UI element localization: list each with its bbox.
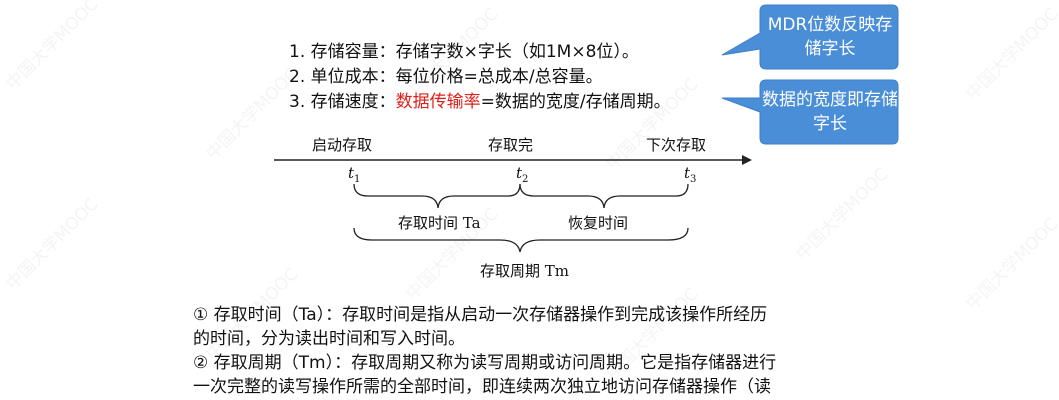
- watermark: 中国大学MOOC: [962, 214, 1059, 315]
- callout-data-width: 数据的宽度即存储字长: [720, 78, 900, 146]
- callout-mdr-text: MDR位数反映存储字长: [767, 15, 893, 59]
- highlight-transfer-rate: 数据传输率: [395, 92, 481, 112]
- paragraph-line: ② 存取周期（Tm）：存取周期又称为读写周期或访问周期。它是指存储器进行: [193, 353, 777, 373]
- paragraph-line: 的时间，分为读出时间和写入时间。: [193, 329, 465, 349]
- tick-t2: t2: [516, 164, 529, 185]
- label-start-access: 启动存取: [312, 136, 373, 154]
- watermark: 中国大学MOOC: [962, 4, 1059, 105]
- paragraph-line: 一次完整的读写操作所需的全部时间，即连续两次独立地访问存储器操作（读: [193, 377, 771, 397]
- label-access-cycle: 存取周期 Tm: [480, 262, 569, 280]
- tick-t3: t3: [684, 164, 697, 185]
- timing-diagram-lines: [274, 155, 752, 253]
- metrics-list: 1. 存储容量：存储字数×字长（如1M×8位）。 2. 单位成本：每位价格=总成…: [289, 40, 671, 115]
- callout-data-width-text: 数据的宽度即存储字长: [762, 90, 898, 134]
- list-item-speed: 3. 存储速度：数据传输率=数据的宽度/存储周期。: [289, 92, 671, 112]
- label-access-time: 存取时间 Ta: [398, 214, 481, 232]
- callout-bubble-icon: [721, 4, 899, 70]
- label-recovery-time: 恢复时间: [568, 214, 629, 232]
- watermark: 中国大学MOOC: [2, 0, 103, 95]
- label-access-done: 存取完: [488, 136, 534, 154]
- watermark: 中国大学MOOC: [2, 194, 103, 295]
- tick-t1: t1: [348, 164, 361, 185]
- timing-diagram: 启动存取 存取完 下次存取 t1 t2 t3 存取时间 Ta 恢复时间 存取周期…: [272, 128, 762, 288]
- callout-mdr: MDR位数反映存储字长: [720, 3, 900, 71]
- list-item-cost: 2. 单位成本：每位价格=总成本/总容量。: [289, 67, 603, 87]
- label-next-access: 下次存取: [646, 136, 707, 154]
- watermark: 中国大学MOOC: [792, 164, 893, 265]
- paragraph-line: ① 存取时间（Ta）：存取时间是指从启动一次存储器操作到完成该操作所经历: [193, 305, 768, 325]
- callout-bubble-icon: [721, 79, 899, 145]
- list-item-capacity: 1. 存储容量：存储字数×字长（如1M×8位）。: [289, 42, 639, 62]
